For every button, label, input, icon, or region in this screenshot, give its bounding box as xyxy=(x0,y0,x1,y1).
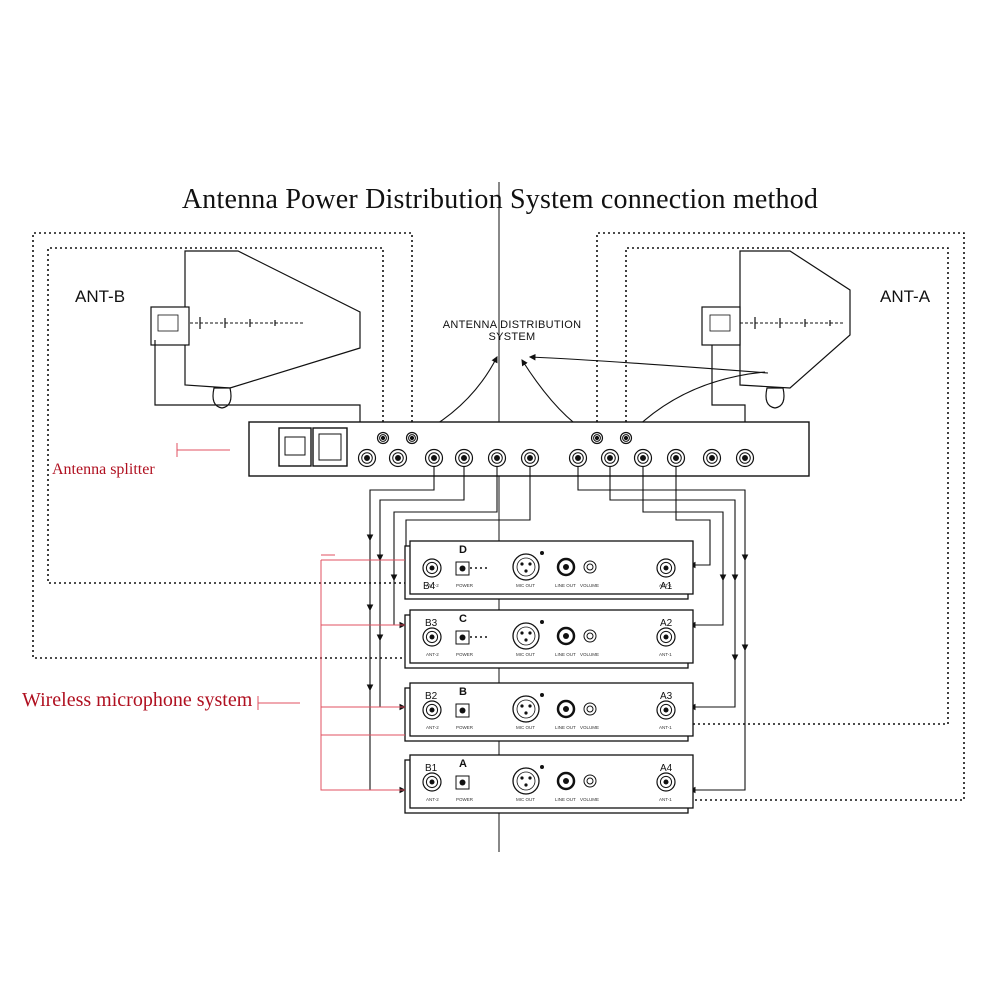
splitter-connectors xyxy=(357,431,755,468)
power-jack-label: POWER xyxy=(456,797,474,802)
ant-a-label: ANT-A xyxy=(880,287,931,306)
mic-out-jack-label: MIC OUT xyxy=(516,652,535,657)
ant1-jack-label: ANT-1 xyxy=(659,725,672,730)
coax-cable xyxy=(642,467,724,629)
line-out-jack-label: LINE OUT xyxy=(555,652,576,657)
wireless-system-label: Wireless microphone system xyxy=(22,689,253,711)
ant2-connector xyxy=(422,700,442,720)
left-channel-label: B1 xyxy=(425,763,438,774)
receiver-unit xyxy=(404,540,694,600)
receiver-unit xyxy=(404,754,694,814)
splitter-bnc-connector xyxy=(424,448,444,468)
splitter-bnc-connector xyxy=(568,448,588,468)
splitter-bnc-connector xyxy=(388,448,408,468)
receiver-stack xyxy=(404,540,694,814)
distribution-label-line-1: ANTENNA DISTRIBUTION xyxy=(442,319,582,331)
line-out-jack-label: LINE OUT xyxy=(555,583,576,588)
receiver-id-label: C xyxy=(459,613,467,625)
receiver-id-label: A xyxy=(459,758,467,770)
ant-b-label: ANT-B xyxy=(75,287,126,306)
power-jack-label: POWER xyxy=(456,652,474,657)
splitter-bnc-connector xyxy=(735,448,755,468)
mic-out-jack-label: MIC OUT xyxy=(516,797,535,802)
splitter-bnc-connector xyxy=(633,448,653,468)
volume-jack-label: VOLUME xyxy=(580,583,600,588)
receiver-unit xyxy=(404,682,694,742)
diagram-title: Antenna Power Distribution System connec… xyxy=(181,184,819,215)
power-jack-label: POWER xyxy=(456,725,474,730)
antenna-splitter-label: Antenna splitter xyxy=(52,461,155,478)
ant1-connector xyxy=(656,627,676,647)
ant1-connector xyxy=(656,700,676,720)
right-channel-label: A4 xyxy=(660,763,673,774)
splitter-small-connector xyxy=(619,431,633,445)
volume-jack-label: VOLUME xyxy=(580,652,600,657)
splitter-bnc-connector xyxy=(520,448,540,468)
ant1-jack-label: ANT-1 xyxy=(659,797,672,802)
line-out-jack-label: LINE OUT xyxy=(555,797,576,802)
distribution-label-line-2: SYSTEM xyxy=(488,331,536,343)
left-channel-label: B3 xyxy=(425,618,438,629)
coax-cable xyxy=(577,467,746,794)
receiver-id-label: B xyxy=(459,686,467,698)
ant2-connector xyxy=(422,558,442,578)
ant1-connector xyxy=(656,558,676,578)
splitter-small-connector xyxy=(376,431,390,445)
splitter-small-connector xyxy=(590,431,604,445)
ant-a-antenna xyxy=(701,250,851,432)
volume-jack-label: VOLUME xyxy=(580,797,600,802)
splitter-bnc-connector xyxy=(487,448,507,468)
line-out-jack-label: LINE OUT xyxy=(555,725,576,730)
power-jack-label: POWER xyxy=(456,583,474,588)
receiver-id-label: D xyxy=(459,544,467,556)
ant-b-antenna xyxy=(150,250,361,432)
ant1-jack-label: ANT-1 xyxy=(659,583,672,588)
ant-a-dotted-feed xyxy=(472,232,965,801)
right-channel-label: A2 xyxy=(660,618,673,629)
ant2-connector xyxy=(422,772,442,792)
ant2-jack-label: ANT-2 xyxy=(426,725,439,730)
red-leaders xyxy=(176,443,405,791)
right-channel-label: A1 xyxy=(660,581,673,592)
ant2-jack-label: ANT-2 xyxy=(426,652,439,657)
splitter-small-connector xyxy=(405,431,419,445)
ant1-connector xyxy=(656,772,676,792)
mic-out-jack-label: MIC OUT xyxy=(516,725,535,730)
ant2-jack-label: ANT-2 xyxy=(426,797,439,802)
ant2-jack-label: ANT-2 xyxy=(426,583,439,588)
splitter-bnc-connector xyxy=(702,448,722,468)
splitter-bnc-connector xyxy=(600,448,620,468)
bnc-wiring xyxy=(366,467,749,794)
splitter-bnc-connector xyxy=(454,448,474,468)
receiver-unit xyxy=(404,609,694,669)
coax-cable xyxy=(609,467,736,711)
splitter-bnc-connector xyxy=(666,448,686,468)
right-channel-label: A3 xyxy=(660,691,673,702)
distribution-system-label: ANTENNA DISTRIBUTION SYSTEM xyxy=(427,319,597,343)
left-channel-label: B2 xyxy=(425,691,438,702)
ant1-jack-label: ANT-1 xyxy=(659,652,672,657)
volume-jack-label: VOLUME xyxy=(580,725,600,730)
ant2-connector xyxy=(422,627,442,647)
coax-cable xyxy=(675,467,711,569)
mic-out-jack-label: MIC OUT xyxy=(516,583,535,588)
left-channel-label: B4 xyxy=(423,581,436,592)
splitter-bnc-connector xyxy=(357,448,377,468)
